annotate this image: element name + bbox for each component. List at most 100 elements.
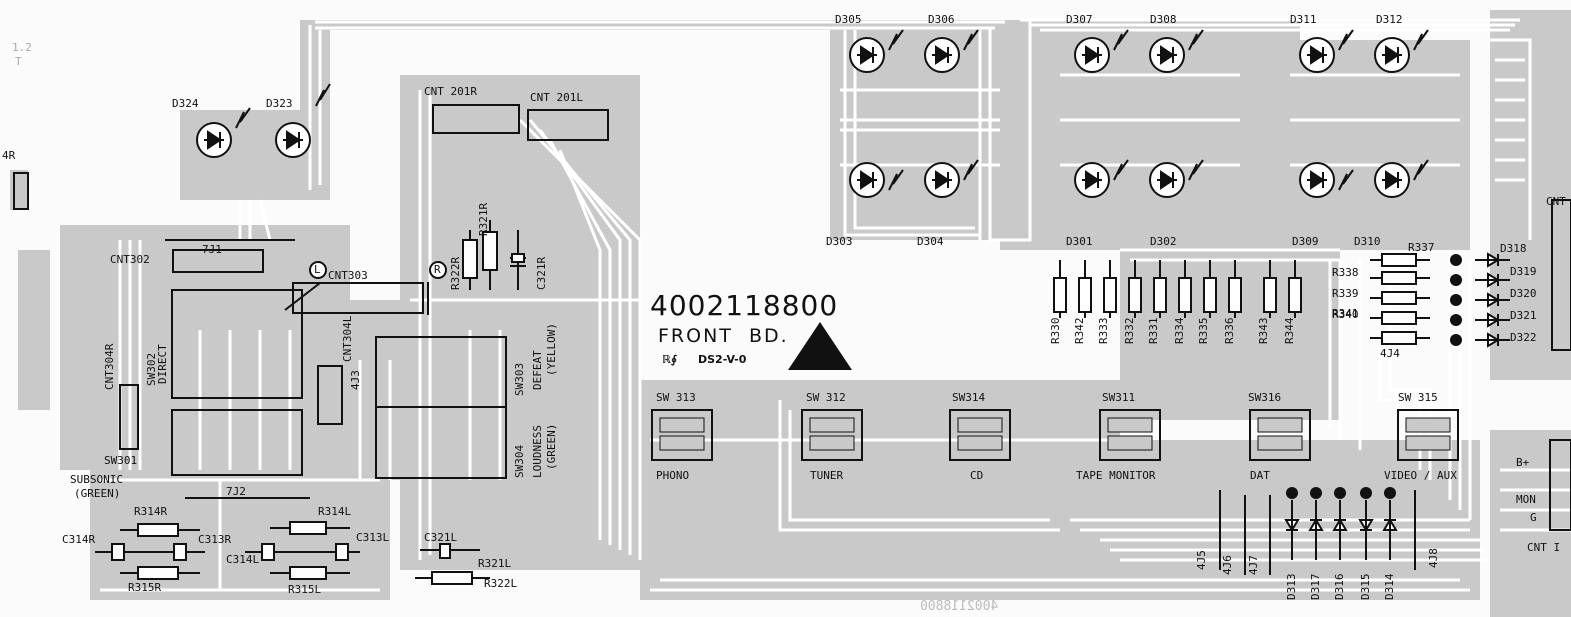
switch-ref: SW314 — [952, 391, 986, 404]
switch-ref: SW316 — [1248, 391, 1282, 404]
right-diodes — [1475, 252, 1510, 348]
bottom-diodes — [1219, 490, 1416, 575]
jumper-label: 4J5 — [1195, 550, 1208, 570]
resistor-label: R331 — [1147, 317, 1160, 345]
diode-label: D318 — [1500, 242, 1527, 255]
part-label: C321R — [535, 256, 548, 290]
switch-ref: SW 315 — [1398, 391, 1438, 404]
led-d304 — [924, 162, 960, 198]
part-label: C314L — [226, 553, 260, 566]
led-d305 — [849, 37, 885, 73]
diode-label: D319 — [1510, 265, 1537, 278]
part-label: R314R — [134, 505, 168, 518]
switch-label: DIRECT — [156, 344, 169, 384]
led-d324 — [196, 122, 232, 158]
led-label: D306 — [928, 13, 955, 26]
led-d312 — [1374, 37, 1410, 73]
connector-pin: MON — [1516, 493, 1536, 506]
led-d308 — [1149, 37, 1185, 73]
led-d303 — [849, 162, 885, 198]
connector-label: CNT 201R — [424, 85, 477, 98]
led-label: D324 — [172, 97, 199, 110]
resistor-label: R343 — [1257, 317, 1270, 345]
resistor-label: R333 — [1097, 317, 1110, 345]
led-d307 — [1074, 37, 1110, 73]
led-d306 — [924, 37, 960, 73]
switch-label: LOUDNESS — [531, 425, 544, 478]
switch-ref: SW311 — [1102, 391, 1136, 404]
resistor-label: R340 — [1332, 308, 1359, 321]
jumper-label: 4J3 — [349, 370, 362, 390]
switch-pads — [659, 417, 1451, 451]
connector-label: CNT302 — [110, 253, 150, 266]
resistor-label: R339 — [1332, 287, 1359, 300]
jumper-label: 7J1 — [202, 243, 222, 256]
diode-label: D321 — [1510, 309, 1537, 322]
diode-label: D313 — [1285, 573, 1298, 601]
switch-name: DAT — [1250, 469, 1270, 482]
led-symbols — [196, 37, 1410, 198]
switch-label: SW303 — [513, 362, 526, 396]
part-label: C313L — [356, 531, 390, 544]
bottom-diode-fan — [1286, 487, 1396, 499]
edge-mark: 4R — [2, 149, 16, 162]
led-label: D301 — [1066, 235, 1093, 248]
switch-name: TAPE MONITOR — [1076, 469, 1156, 482]
board-part-number: 4002118800 — [650, 289, 839, 322]
diode-label: D315 — [1359, 573, 1372, 601]
switch-label: (GREEN) — [74, 487, 121, 500]
part-label: R322L — [484, 577, 518, 590]
led-d311 — [1299, 37, 1335, 73]
edge-mark: T — [15, 55, 22, 68]
led-label: D302 — [1150, 235, 1177, 248]
resistor-label: R344 — [1283, 317, 1296, 345]
bottom-left-passives — [95, 521, 490, 585]
diode-label: D322 — [1510, 331, 1537, 344]
part-label: R322R — [449, 256, 462, 290]
switch-label: (GREEN) — [545, 423, 558, 470]
part-label: R315L — [288, 583, 322, 596]
board-title: FRONT BD. — [658, 325, 789, 347]
diode-label: D316 — [1333, 573, 1346, 601]
switch-label: DEFEAT — [531, 350, 544, 390]
led-d323 — [275, 122, 311, 158]
connector-label: CNT304R — [103, 343, 116, 390]
resistor-label: R330 — [1049, 317, 1062, 345]
diode-label: D320 — [1510, 287, 1537, 300]
switch-label: SW304 — [513, 444, 526, 478]
led-d310 — [1374, 162, 1410, 198]
mid-parts — [309, 220, 526, 290]
switch-name: VIDEO / AUX — [1384, 469, 1457, 482]
connector-pin: B+ — [1516, 456, 1530, 469]
resistor-label: R337 — [1408, 241, 1435, 254]
orientation-triangle — [788, 322, 852, 370]
connector-label: CNT I — [1527, 541, 1561, 554]
part-label: C321L — [424, 531, 458, 544]
underside-text: 4002118800 — [920, 599, 999, 614]
resistor-label: R335 — [1197, 317, 1210, 345]
switch-name: PHONO — [656, 469, 690, 482]
connector-label: CNT303 — [328, 269, 368, 282]
cert-text: DS2-V-0 — [698, 353, 747, 366]
led-label: D304 — [917, 235, 944, 248]
diode-label: D314 — [1383, 573, 1396, 601]
right-dots — [1450, 254, 1462, 346]
resistor-label: R338 — [1332, 266, 1359, 279]
traces — [100, 18, 1571, 592]
part-label: R321R — [477, 202, 490, 236]
connector-label: CNT304L — [341, 315, 354, 362]
led-d301 — [1074, 162, 1110, 198]
connector-pin: G — [1530, 511, 1537, 524]
led-d309 — [1299, 162, 1335, 198]
jumper-label: 4J7 — [1247, 555, 1260, 575]
switch-ref: SW 313 — [656, 391, 696, 404]
led-label: D303 — [826, 235, 853, 248]
led-label: D323 — [266, 97, 293, 110]
resistor-array — [1053, 260, 1302, 318]
resistor-label: R334 — [1173, 317, 1186, 345]
marker-l: L — [314, 263, 321, 276]
jumper-label: 4J4 — [1380, 347, 1400, 360]
component-outlines — [13, 104, 1571, 531]
